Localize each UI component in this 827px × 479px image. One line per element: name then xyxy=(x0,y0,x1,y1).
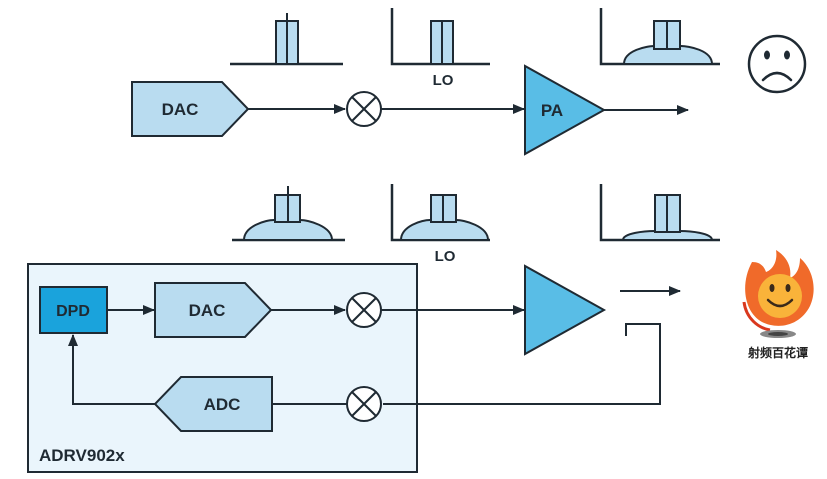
top-dac-block: DAC xyxy=(131,81,250,137)
adc-to-dpd-feedback-line xyxy=(68,334,155,405)
top-spectrum-lo: LO xyxy=(390,8,490,89)
module-label: ADRV902x xyxy=(39,446,125,465)
sad-face-icon xyxy=(747,34,807,94)
top-dac-label: DAC xyxy=(162,100,199,119)
top-pa-block: PA xyxy=(524,64,607,156)
bottom-rx-mixer-icon xyxy=(346,386,382,422)
adc-label: ADC xyxy=(204,395,241,414)
logo-text: 射频百花谭 xyxy=(747,345,808,360)
bottom-spectrum-lo: LO xyxy=(390,184,490,265)
bottom-pa-block xyxy=(524,264,607,356)
bottom-spectrum-pa-output xyxy=(599,184,720,242)
top-spectrum-plots: LO xyxy=(230,8,720,89)
top-mixer-icon xyxy=(346,91,382,127)
happy-face-icon xyxy=(742,250,814,338)
bottom-dac-label: DAC xyxy=(189,301,226,320)
bottom-lo-label: LO xyxy=(435,248,456,265)
logo: 射频百花谭 xyxy=(742,250,814,360)
top-lo-label: LO xyxy=(433,72,454,89)
bottom-tx-mixer-icon xyxy=(346,292,382,328)
top-spectrum-pa-output xyxy=(599,8,720,66)
bottom-spectrum-plots: LO xyxy=(232,184,720,265)
top-pa-label: PA xyxy=(541,101,563,120)
bottom-spectrum-dac-output xyxy=(232,186,345,242)
feedback-coupler-line xyxy=(383,323,661,405)
dpd-label: DPD xyxy=(56,303,90,320)
top-spectrum-dac-output xyxy=(230,13,343,66)
adc-block: ADC xyxy=(153,376,273,432)
bottom-dac-block: DAC xyxy=(154,282,273,338)
dpd-block: DPD xyxy=(39,286,108,334)
